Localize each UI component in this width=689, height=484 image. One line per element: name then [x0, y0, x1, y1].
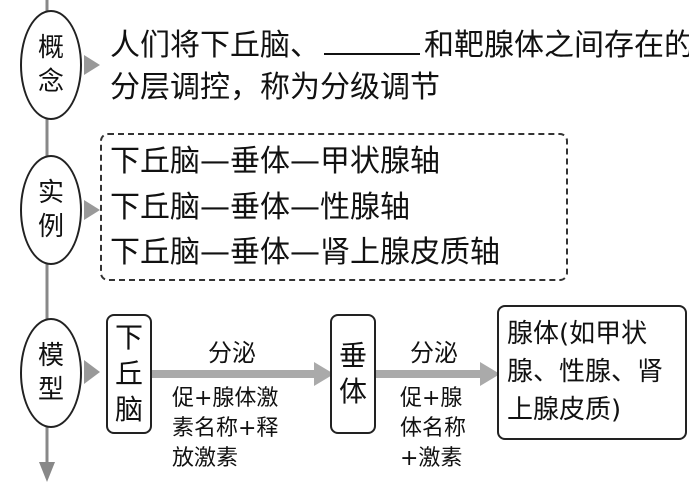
pointer-concept — [84, 55, 100, 75]
arrow-2-label: 分泌 — [410, 339, 458, 367]
pointer-example — [84, 200, 100, 220]
label-example: 实 例 — [20, 155, 82, 265]
target-gland-line-3: 上腺皮质) — [507, 395, 622, 425]
arrow-2-desc-line-2: 体名称 — [400, 416, 467, 441]
pituitary-char-1: 垂 — [338, 339, 367, 372]
hypothalamus-char-2: 丘 — [114, 357, 143, 390]
arrow-1-head — [314, 362, 334, 386]
concept-line-1-end: 和靶腺体之间存在的 — [424, 28, 689, 63]
arrow-1-desc-line-3: 放激素 — [172, 446, 239, 471]
hypothalamus-char-1: 下 — [114, 321, 143, 354]
label-example-char-2: 例 — [37, 212, 64, 242]
example-item-1: 下丘脑—垂体—甲状腺轴 — [110, 144, 440, 179]
hypothalamus-box: 下 丘 脑 — [106, 314, 152, 434]
label-model: 模 型 — [20, 318, 82, 428]
arrow-1-description: 促+腺体激 素名称+释 放激素 — [172, 384, 278, 474]
target-gland-line-1: 腺体(如甲状 — [507, 319, 648, 349]
arrow-2-desc-line-3: +激素 — [400, 446, 463, 471]
label-model-char-2: 型 — [37, 375, 64, 405]
examples-box — [100, 133, 568, 281]
label-model-char-1: 模 — [37, 341, 64, 371]
concept-line-1: 人们将下丘脑、 和靶腺体之间存在的 — [110, 26, 689, 66]
arrow-2-desc-line-1: 促+腺 — [400, 386, 463, 411]
arrow-2-description: 促+腺 体名称 +激素 — [400, 384, 466, 474]
pituitary-char-2: 体 — [338, 375, 367, 408]
concept-line-2: 分层调控，称为分级调节 — [110, 70, 440, 105]
target-gland-box: 腺体(如甲状 腺、性腺、肾 上腺皮质) — [497, 305, 687, 440]
pointer-model — [84, 360, 100, 384]
concept-line-1-start: 人们将下丘脑、 — [110, 28, 320, 63]
example-item-2: 下丘脑—垂体—性腺轴 — [110, 190, 410, 225]
spine-arrowhead-bottom — [39, 462, 55, 482]
arrow-1-desc-line-1: 促+腺体激 — [172, 386, 279, 411]
arrow-1-desc-line-2: 素名称+释 — [172, 416, 279, 441]
label-concept-char-1: 概 — [37, 33, 64, 63]
fill-in-blank — [324, 29, 420, 55]
label-concept-char-2: 念 — [37, 67, 64, 97]
hypothalamus-char-3: 脑 — [114, 393, 143, 426]
arrow-2-head — [480, 362, 500, 386]
label-concept: 概 念 — [20, 10, 82, 120]
example-item-3: 下丘脑—垂体—肾上腺皮质轴 — [110, 235, 500, 270]
arrow-1-label: 分泌 — [208, 339, 256, 367]
label-example-char-1: 实 — [37, 178, 64, 208]
target-gland-line-2: 腺、性腺、肾 — [507, 357, 664, 387]
pituitary-box: 垂 体 — [330, 314, 376, 434]
